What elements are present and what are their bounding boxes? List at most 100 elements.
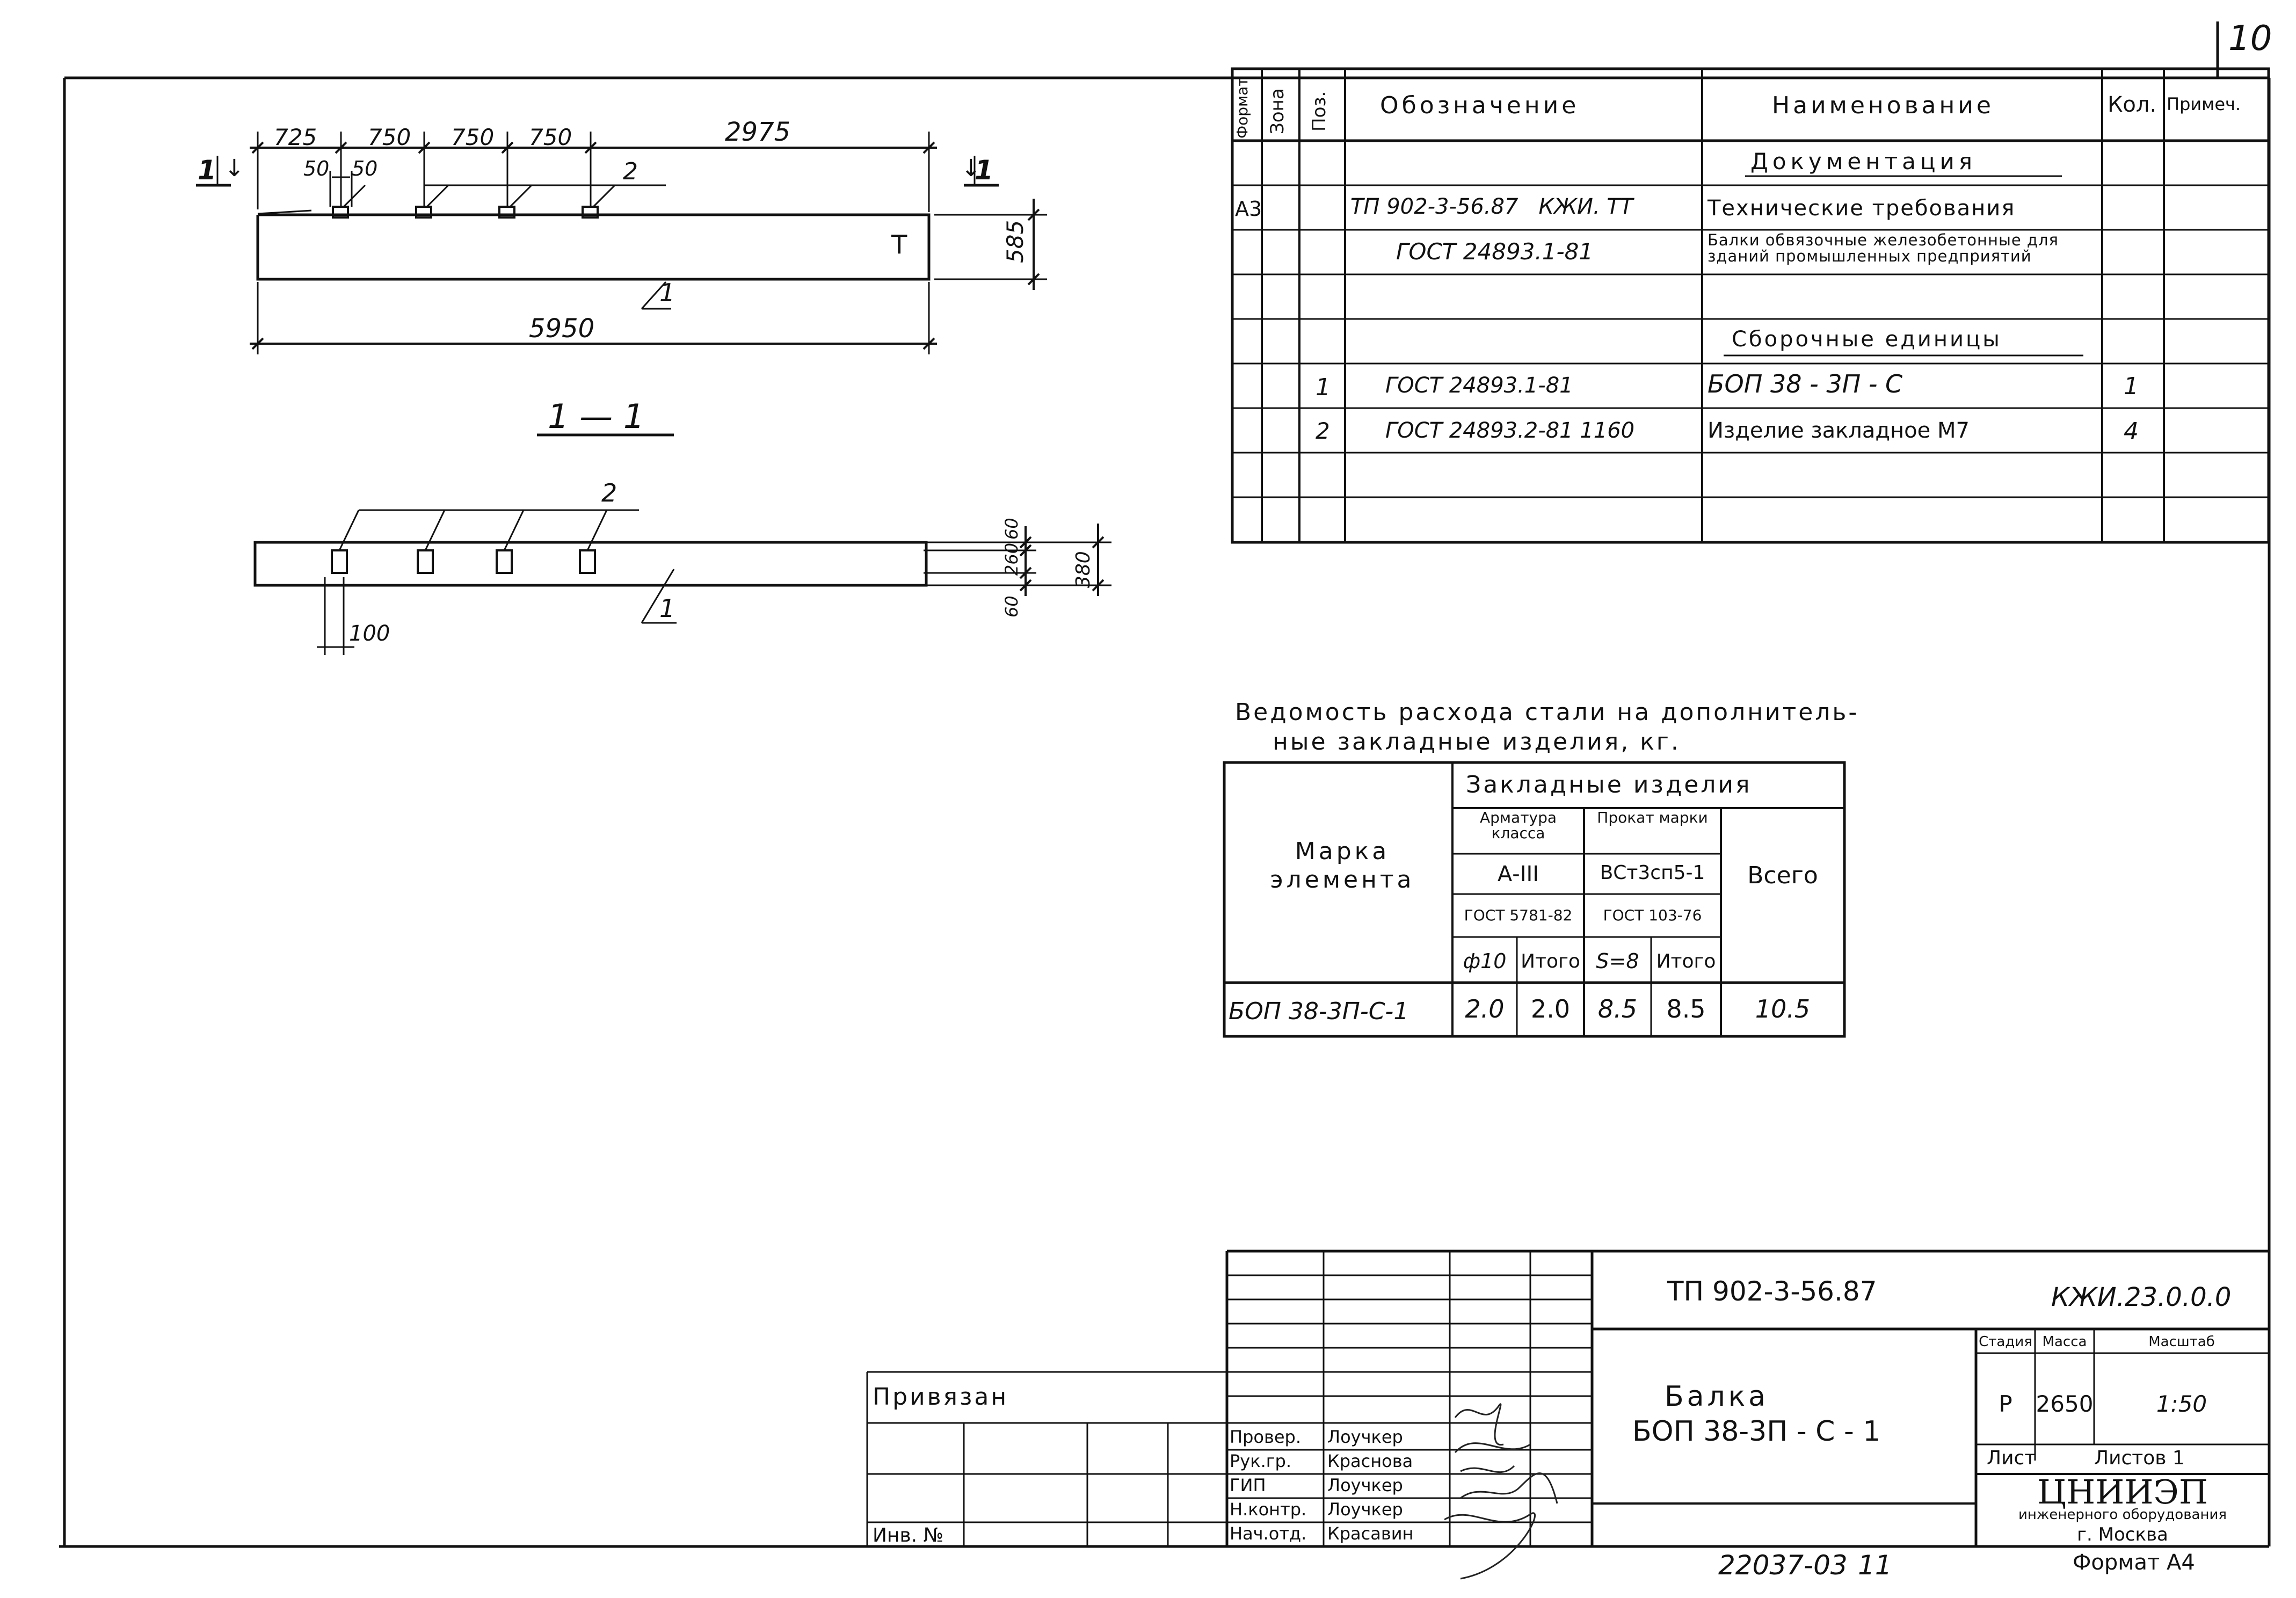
section-arrow-right: ↓: [961, 155, 981, 182]
dim-750-c: 750: [529, 124, 572, 150]
spec-row-designation: ТП 902-3-56.87 КЖИ. ТТ: [1350, 194, 1633, 219]
steel-rebar-gost: ГОСТ 5781-82: [1464, 906, 1573, 924]
steel-group-header: Закладные изделия: [1466, 771, 1752, 798]
title-stage: Р: [1999, 1391, 2012, 1417]
spec-row-name: Сборочные единицы: [1732, 327, 2002, 352]
signature-name: Лоучкер: [1327, 1427, 1403, 1447]
signature-name: Лоучкер: [1327, 1499, 1403, 1520]
spec-row-name: БОП 38 - 3П - С: [1708, 369, 1903, 398]
dim-585: 585: [1002, 220, 1028, 263]
title-org-line2: инженерного оборудования: [2018, 1507, 2227, 1523]
spec-row-name: Изделие закладное М7: [1708, 418, 1970, 443]
signature-role: ГИП: [1230, 1475, 1266, 1495]
dim-60-b: 60: [1001, 595, 1022, 618]
section-arrow-left: ↓: [224, 155, 244, 182]
spec-header-zone: Зона: [1267, 88, 1288, 134]
spec-row-qty: 1: [2124, 373, 2139, 400]
dim-750-a: 750: [368, 124, 411, 150]
dim-50-a: 50: [303, 157, 330, 180]
title-scale-label: Масштаб: [2148, 1334, 2215, 1350]
steel-rebar-d10: ф10: [1463, 949, 1507, 973]
signature-role: Рук.гр.: [1230, 1451, 1292, 1471]
steel-title-line1: Ведомость расхода стали на дополнитель-: [1235, 699, 1859, 726]
section-mark-right: 1: [975, 155, 993, 186]
spec-row-name: Документация: [1750, 148, 1977, 175]
dim-725: 725: [274, 124, 317, 150]
pos-1-label-top: 1: [659, 278, 675, 307]
title-mass: 2650: [2036, 1391, 2094, 1417]
spec-row-designation: ГОСТ 24893.1-81: [1385, 373, 1573, 398]
pos-2-label-top: 2: [623, 158, 638, 185]
spec-header-note: Примеч.: [2167, 94, 2241, 114]
steel-total-header: Всего: [1747, 862, 1818, 889]
steel-row-s8: 8.5: [1597, 994, 1638, 1023]
dim-380: 380: [1072, 551, 1094, 588]
pos-1-label-section: 1: [659, 594, 675, 623]
title-sheets-label: Листов 1: [2094, 1447, 2185, 1469]
signature-name: Лоучкер: [1327, 1475, 1403, 1495]
page-number: 10: [2228, 19, 2272, 59]
signature-role: Нач.отд.: [1230, 1523, 1307, 1544]
title-org-name: ЦНИИЭП: [2037, 1472, 2208, 1512]
signature-role: Провер.: [1230, 1427, 1301, 1447]
spec-header-designation: Обозначение: [1380, 92, 1580, 119]
title-sheet-label: Лист: [1987, 1447, 2036, 1469]
steel-rebar-header: Арматура класса: [1479, 809, 1557, 842]
signature-name: Красавин: [1327, 1523, 1414, 1544]
spec-row-name: Технические требования: [1708, 196, 2016, 221]
steel-rolled-total-header: Итого: [1656, 950, 1716, 972]
spec-row-pos: 2: [1316, 418, 1330, 444]
dim-60-a: 60: [1001, 518, 1022, 540]
dim-750-b: 750: [451, 124, 495, 150]
title-linked: Привязан: [873, 1383, 1009, 1411]
steel-row-rebar-total: 2.0: [1530, 994, 1571, 1023]
steel-row-rolled-total: 8.5: [1666, 994, 1706, 1023]
steel-rebar-total-header: Итого: [1521, 950, 1580, 972]
spec-header-format: Формат: [1233, 77, 1251, 139]
title-mass-label: Масса: [2042, 1334, 2087, 1350]
steel-row-mark: БОП 38-3П-С-1: [1229, 998, 1409, 1025]
steel-title-line2: ные закладные изделия, кг.: [1273, 728, 1681, 756]
label-t: Т: [891, 230, 907, 260]
steel-mark-header: Марка элемента: [1270, 838, 1415, 894]
title-scale: 1:50: [2156, 1391, 2207, 1417]
spec-row-designation: ГОСТ 24893.1-81: [1396, 238, 1594, 265]
title-sheet-code: КЖИ.23.0.0.0: [2051, 1282, 2232, 1312]
dim-5950: 5950: [529, 314, 595, 344]
title-name-line2: БОП 38-3П - С - 1: [1632, 1415, 1881, 1448]
steel-row-total: 10.5: [1755, 994, 1811, 1023]
title-org-city: г. Москва: [2077, 1524, 2168, 1545]
spec-row-pos: 1: [1316, 374, 1331, 401]
steel-rolled-gost: ГОСТ 103-76: [1603, 906, 1702, 924]
title-inv-no: Инв. №: [873, 1524, 944, 1546]
spec-row-qty: 4: [2124, 418, 2139, 445]
section-title: 1 — 1: [548, 397, 645, 436]
title-format: Формат А4: [2073, 1550, 2195, 1575]
signature-role: Н.контр.: [1230, 1499, 1307, 1520]
section-mark-left: 1: [198, 155, 216, 186]
spec-header-qty: Кол.: [2108, 92, 2157, 117]
title-archive-no: 22037-03: [1718, 1550, 1848, 1581]
spec-row-name: Балки обвязочные железобетонные для здан…: [1708, 231, 2059, 266]
dim-100: 100: [349, 621, 390, 646]
dim-260: 260: [1001, 542, 1022, 576]
dim-2975: 2975: [725, 117, 791, 147]
title-stage-label: Стадия: [1979, 1334, 2032, 1350]
pos-2-label-section: 2: [601, 478, 617, 507]
title-name-line1: Балка: [1665, 1381, 1769, 1413]
steel-rolled-header: Прокат марки: [1597, 809, 1708, 826]
signatures-scribble: [1444, 1403, 1558, 1580]
steel-rolled-s8: S=8: [1596, 949, 1639, 973]
spec-row-format: А3: [1235, 197, 1262, 221]
spec-row-designation: ГОСТ 24893.2-81 1160: [1385, 418, 1635, 443]
steel-rebar-class: А-III: [1497, 862, 1539, 887]
signature-name: Краснова: [1327, 1451, 1413, 1471]
spec-header-name: Наименование: [1772, 92, 1994, 119]
dim-50-b: 50: [352, 157, 378, 180]
steel-rolled-grade: ВСт3сп5-1: [1600, 862, 1705, 884]
title-code: ТП 902-3-56.87: [1667, 1276, 1877, 1307]
spec-header-pos: Поз.: [1309, 91, 1330, 132]
steel-row-d10: 2.0: [1465, 994, 1505, 1023]
title-archive-sheet: 11: [1858, 1550, 1892, 1581]
